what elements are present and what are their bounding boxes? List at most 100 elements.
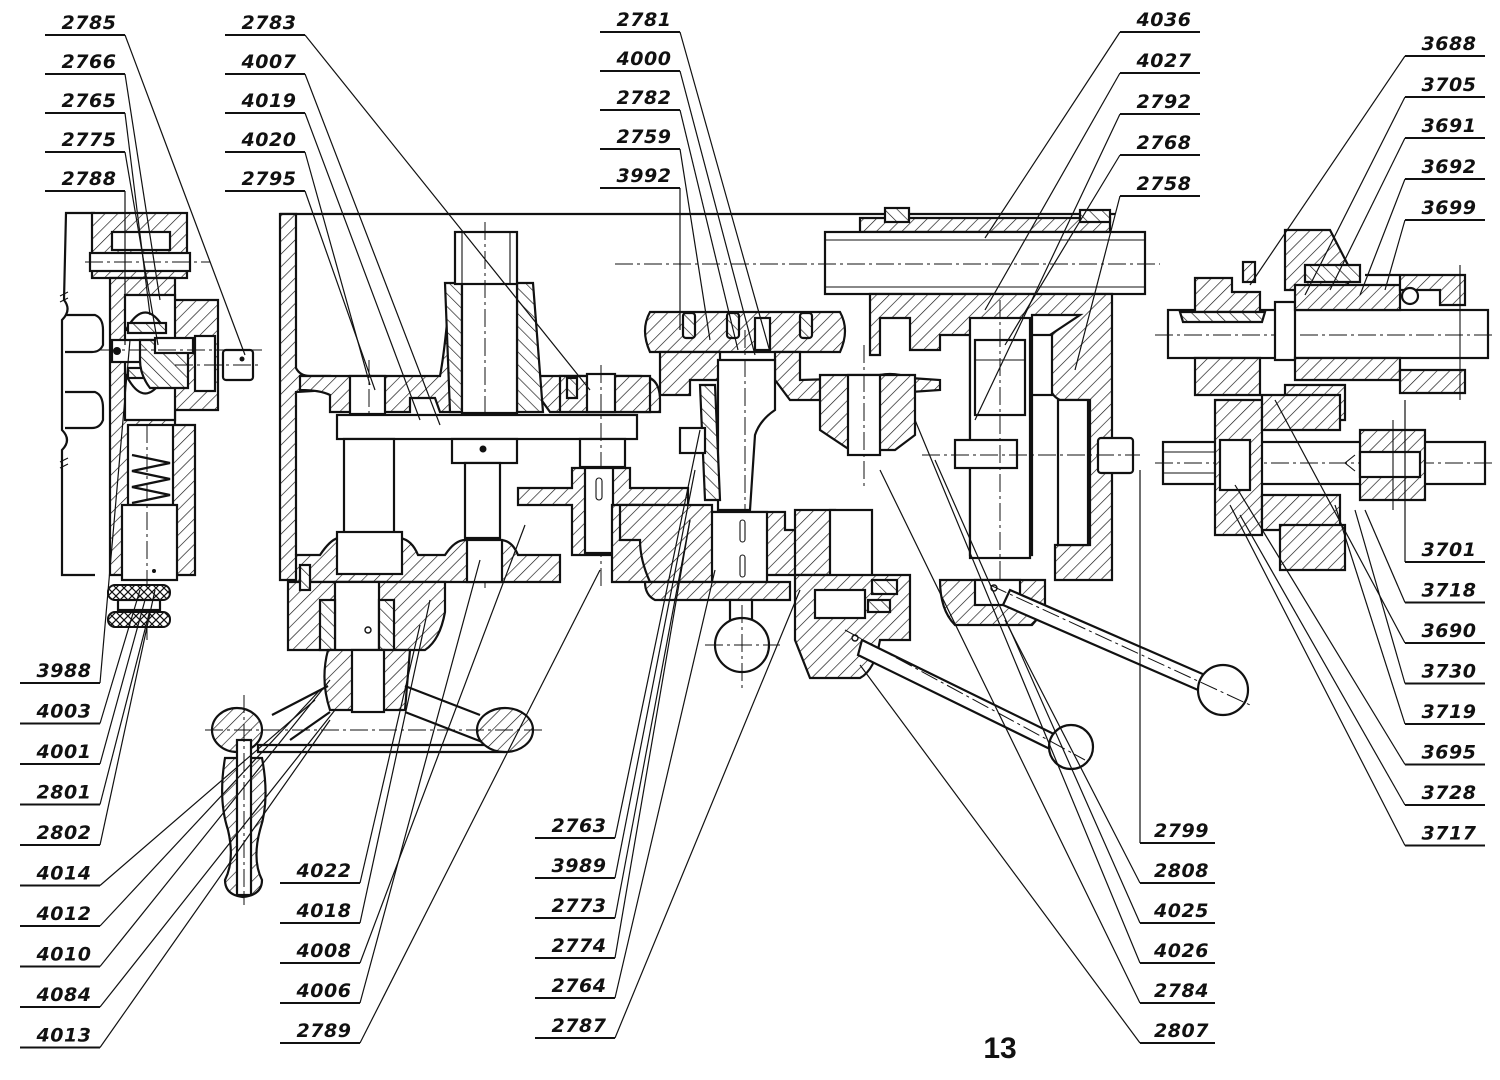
- leader-line: [1074, 195, 1121, 371]
- part-number-label: 2799: [1154, 820, 1209, 842]
- callout-2789: 2789: [280, 569, 601, 1044]
- part-number-label: 3718: [1422, 580, 1477, 602]
- leader-line: [359, 559, 481, 1004]
- part-number-label: 4084: [36, 984, 92, 1006]
- part-number-label: 2782: [617, 87, 672, 109]
- callout-4018: 4018: [280, 599, 431, 924]
- callout-2795: 2795: [225, 168, 376, 391]
- leader-line: [984, 31, 1121, 239]
- leader-line: [1234, 484, 1406, 765]
- knurled-knob-lower: [107, 611, 171, 628]
- part-number-label: 3691: [1422, 115, 1477, 137]
- leader-line: [99, 719, 331, 1048]
- leader-line: [614, 469, 696, 879]
- part-number-label: 2768: [1137, 132, 1192, 154]
- leader-line: [99, 589, 156, 846]
- leader-line: [1004, 154, 1121, 346]
- leader-line: [1329, 137, 1406, 291]
- callout-3692: 3692: [1359, 156, 1485, 296]
- callout-4014: 4014: [20, 699, 316, 887]
- callout-3705: 3705: [1304, 74, 1485, 296]
- leader-line: [1354, 509, 1406, 684]
- part-number-label: 4022: [296, 860, 352, 882]
- callout-2801: 2801: [20, 609, 151, 806]
- callout-2802: 2802: [20, 589, 156, 846]
- callout-2768: 2768: [1004, 132, 1200, 346]
- leader-line: [879, 469, 1141, 1004]
- part-number-label: 4003: [36, 701, 92, 723]
- callout-4010: 4010: [20, 679, 331, 968]
- part-number-label: 3688: [1422, 33, 1477, 55]
- callout-2763: 2763: [535, 429, 701, 839]
- leader-line: [679, 70, 756, 356]
- callout-3718: 3718: [1364, 509, 1485, 604]
- leader-line: [679, 109, 739, 351]
- part-number-label: 3695: [1422, 742, 1477, 764]
- callout-2773: 2773: [535, 519, 691, 919]
- callout-3989: 3989: [535, 469, 696, 879]
- leader-line: [1229, 504, 1406, 846]
- callout-2808: 2808: [1004, 619, 1215, 884]
- page-number: 13: [983, 1032, 1016, 1065]
- part-number-label: 3717: [1422, 823, 1477, 845]
- callout-4036: 4036: [984, 9, 1200, 239]
- part-number-label: 2759: [617, 126, 672, 148]
- leader-line: [614, 429, 701, 839]
- part-number-label: 4012: [36, 903, 92, 925]
- callout-3695: 3695: [1234, 484, 1485, 766]
- left-housing-outline: [60, 211, 95, 577]
- leader-line: [124, 34, 246, 356]
- callout-2775: 2775: [45, 129, 159, 346]
- callout-4022: 4022: [280, 624, 421, 884]
- part-number-label: 2788: [62, 168, 117, 190]
- leader-line: [679, 148, 711, 341]
- part-number-label: 2765: [62, 90, 117, 112]
- callout-4013: 4013: [20, 719, 331, 1049]
- leader-line: [99, 699, 316, 886]
- part-number-label: 2807: [1154, 1020, 1209, 1042]
- part-number-label: 4036: [1136, 9, 1192, 31]
- leader-line: [614, 569, 716, 999]
- leader-line: [304, 73, 441, 426]
- callout-2783: 2783: [225, 12, 591, 391]
- part-number-label: 3988: [37, 660, 92, 682]
- part-number-label: 2787: [552, 1015, 607, 1037]
- leader-line: [1364, 509, 1406, 603]
- part-number-label: 2795: [242, 168, 297, 190]
- callout-2788: 2788: [45, 168, 126, 345]
- part-number-label: 3992: [617, 165, 672, 187]
- leader-line: [934, 459, 1141, 924]
- part-number-label: 4014: [36, 863, 92, 885]
- callout-3691: 3691: [1329, 115, 1485, 291]
- housing-upper-web: [298, 282, 464, 414]
- callout-4008: 4008: [280, 524, 526, 964]
- part-number-label: 3719: [1422, 701, 1477, 723]
- callout-3701: 3701: [1404, 400, 1485, 563]
- leader-line: [1239, 514, 1406, 806]
- right-detail-view: [1155, 228, 1495, 572]
- callout-4006: 4006: [280, 559, 481, 1004]
- callout-4001: 4001: [20, 599, 146, 765]
- callout-3699: 3699: [1384, 197, 1485, 291]
- callout-4025: 4025: [934, 459, 1215, 924]
- callout-4012: 4012: [20, 689, 321, 927]
- part-number-label: 4020: [241, 129, 297, 151]
- leader-line: [304, 190, 376, 391]
- leader-line: [304, 151, 371, 386]
- leader-line: [359, 599, 431, 924]
- callout-3992: 3992: [600, 165, 681, 330]
- part-number-label: 4026: [1153, 940, 1209, 962]
- callout-2807: 2807: [859, 664, 1215, 1044]
- callout-3728: 3728: [1239, 514, 1485, 806]
- part-number-label: 4006: [296, 980, 352, 1002]
- part-number-label: 2766: [62, 51, 117, 73]
- leader-line: [914, 419, 1141, 964]
- callout-4084: 4084: [20, 709, 336, 1008]
- callout-2785: 2785: [45, 12, 246, 356]
- callout-2765: 2765: [45, 90, 151, 316]
- callout-4000: 4000: [600, 48, 756, 356]
- main-section-view: [205, 206, 1251, 905]
- callout-3730: 3730: [1354, 509, 1485, 685]
- callout-4007: 4007: [225, 51, 441, 426]
